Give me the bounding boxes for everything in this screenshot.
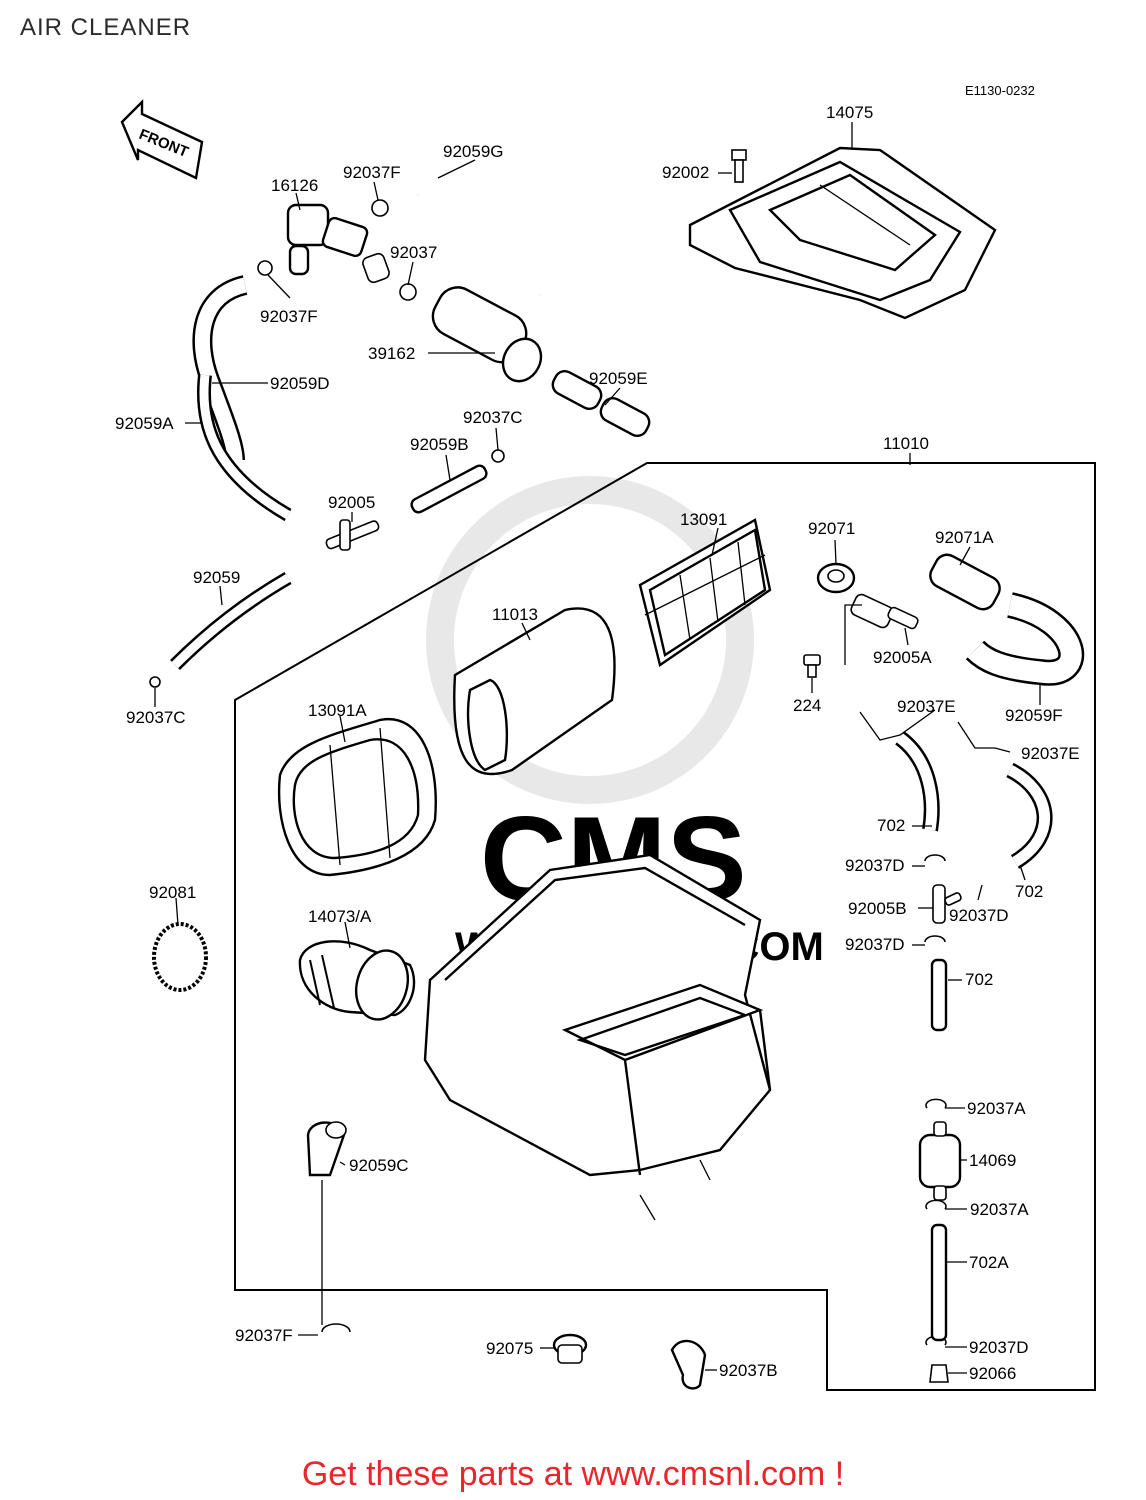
part-label-92059c: 92059C — [349, 1156, 409, 1175]
part-224-screw — [803, 654, 821, 678]
part-labels: 14075 92002 92059G 92037F 16126 92037 92… — [115, 103, 1080, 1383]
part-label-92037e-right: 92037E — [1021, 744, 1080, 763]
part-label-92059e: 92059E — [589, 369, 648, 388]
part-92059c-elbow — [306, 1121, 347, 1177]
part-label-39162: 39162 — [368, 344, 415, 363]
front-arrow-shape — [120, 99, 204, 180]
part-label-92059f: 92059F — [1005, 706, 1063, 725]
part-92071-grommet — [816, 562, 856, 594]
part-label-92005a: 92005A — [873, 648, 932, 667]
part-label-16126: 16126 — [271, 176, 318, 195]
clamp-shapes — [149, 199, 947, 1346]
part-label-92002: 92002 — [662, 163, 709, 182]
part-13091a-screen — [277, 717, 437, 877]
part-label-92071a: 92071A — [935, 528, 994, 547]
housing-bracket-outline — [234, 462, 1096, 1391]
part-92075-grommet — [552, 1333, 588, 1364]
part-label-14069: 14069 — [969, 1151, 1016, 1170]
part-label-92037f-top: 92037F — [343, 163, 401, 182]
part-92081-ring — [152, 922, 208, 992]
part-label-92037b: 92037B — [719, 1361, 778, 1380]
part-label-92066: 92066 — [969, 1364, 1016, 1383]
part-16126-valve — [286, 203, 390, 284]
part-label-13091: 13091 — [680, 510, 727, 529]
part-92002-bolt — [731, 149, 747, 183]
part-92066-cap — [929, 1364, 949, 1383]
part-label-14075: 14075 — [826, 103, 873, 122]
part-11013-element — [453, 607, 616, 776]
part-label-92037f-left: 92037F — [260, 307, 318, 326]
front-arrow: FRONT — [120, 99, 204, 180]
part-label-702-upper-left: 702 — [877, 816, 905, 835]
part-label-92059b: 92059B — [410, 435, 469, 454]
part-label-92037f-bottom: 92037F — [235, 1326, 293, 1345]
part-label-92081: 92081 — [149, 883, 196, 902]
reference-code: E1130-0232 — [965, 83, 1035, 98]
part-14069-separator — [918, 1121, 962, 1201]
part-label-224: 224 — [793, 696, 821, 715]
part-label-92037d-upper: 92037D — [845, 856, 905, 875]
part-702-tubes — [894, 731, 1053, 1032]
part-label-11013: 11013 — [492, 605, 538, 624]
part-label-92059a: 92059A — [115, 414, 174, 433]
part-label-92037d-right: 92037D — [949, 906, 1009, 925]
part-label-92071: 92071 — [808, 519, 855, 538]
part-label-11010: 11010 — [883, 434, 929, 453]
part-label-702-middle: 702 — [965, 970, 993, 989]
part-92005-joint — [325, 519, 380, 551]
part-92059e-tubes — [551, 369, 651, 438]
part-label-92005: 92005 — [328, 493, 375, 512]
part-702a-tube — [930, 1223, 948, 1342]
promo-link[interactable]: Get these parts at www.cmsnl.com ! — [301, 1455, 845, 1493]
part-label-14073a: 14073/A — [308, 907, 372, 926]
watermark-logo-ring — [426, 476, 754, 804]
part-label-702a: 702A — [969, 1253, 1009, 1272]
part-39162-filter — [431, 286, 543, 383]
part-label-92059g: 92059G — [443, 142, 504, 161]
part-label-13091a: 13091A — [308, 701, 367, 720]
part-label-702-upper-right: 702 — [1015, 882, 1043, 901]
part-92005a-fitting — [850, 593, 919, 630]
part-13091-screen — [638, 518, 772, 667]
part-label-92037e-top: 92037E — [897, 697, 956, 716]
part-92059b-tube — [410, 464, 488, 514]
part-main-airbox — [423, 853, 772, 1177]
part-label-92075: 92075 — [486, 1339, 533, 1358]
parts-diagram: CMS WWW.CMSNL.COM FRONT E1130-0232 — [115, 83, 1096, 1391]
part-92005b-joint — [932, 884, 962, 924]
part-label-92005b: 92005B — [848, 899, 907, 918]
part-14075-tray — [688, 146, 997, 320]
part-92071a-pipe — [929, 553, 1001, 611]
part-14073a-duct — [298, 940, 416, 1021]
part-label-92037: 92037 — [390, 243, 437, 262]
part-label-92059d: 92059D — [270, 374, 330, 393]
part-label-92037a-upper: 92037A — [967, 1099, 1026, 1118]
page-title: AIR CLEANER — [20, 14, 192, 41]
part-label-92037c-lower: 92037C — [126, 708, 186, 727]
part-label-92037d-middle: 92037D — [845, 935, 905, 954]
part-92037b-clamp — [670, 1339, 707, 1390]
leader-lines — [154, 122, 1041, 1374]
part-label-92037a-lower: 92037A — [970, 1200, 1029, 1219]
part-label-92037d-bottom: 92037D — [969, 1338, 1029, 1357]
part-label-92059: 92059 — [193, 568, 240, 587]
part-label-92037c-upper: 92037C — [463, 408, 523, 427]
